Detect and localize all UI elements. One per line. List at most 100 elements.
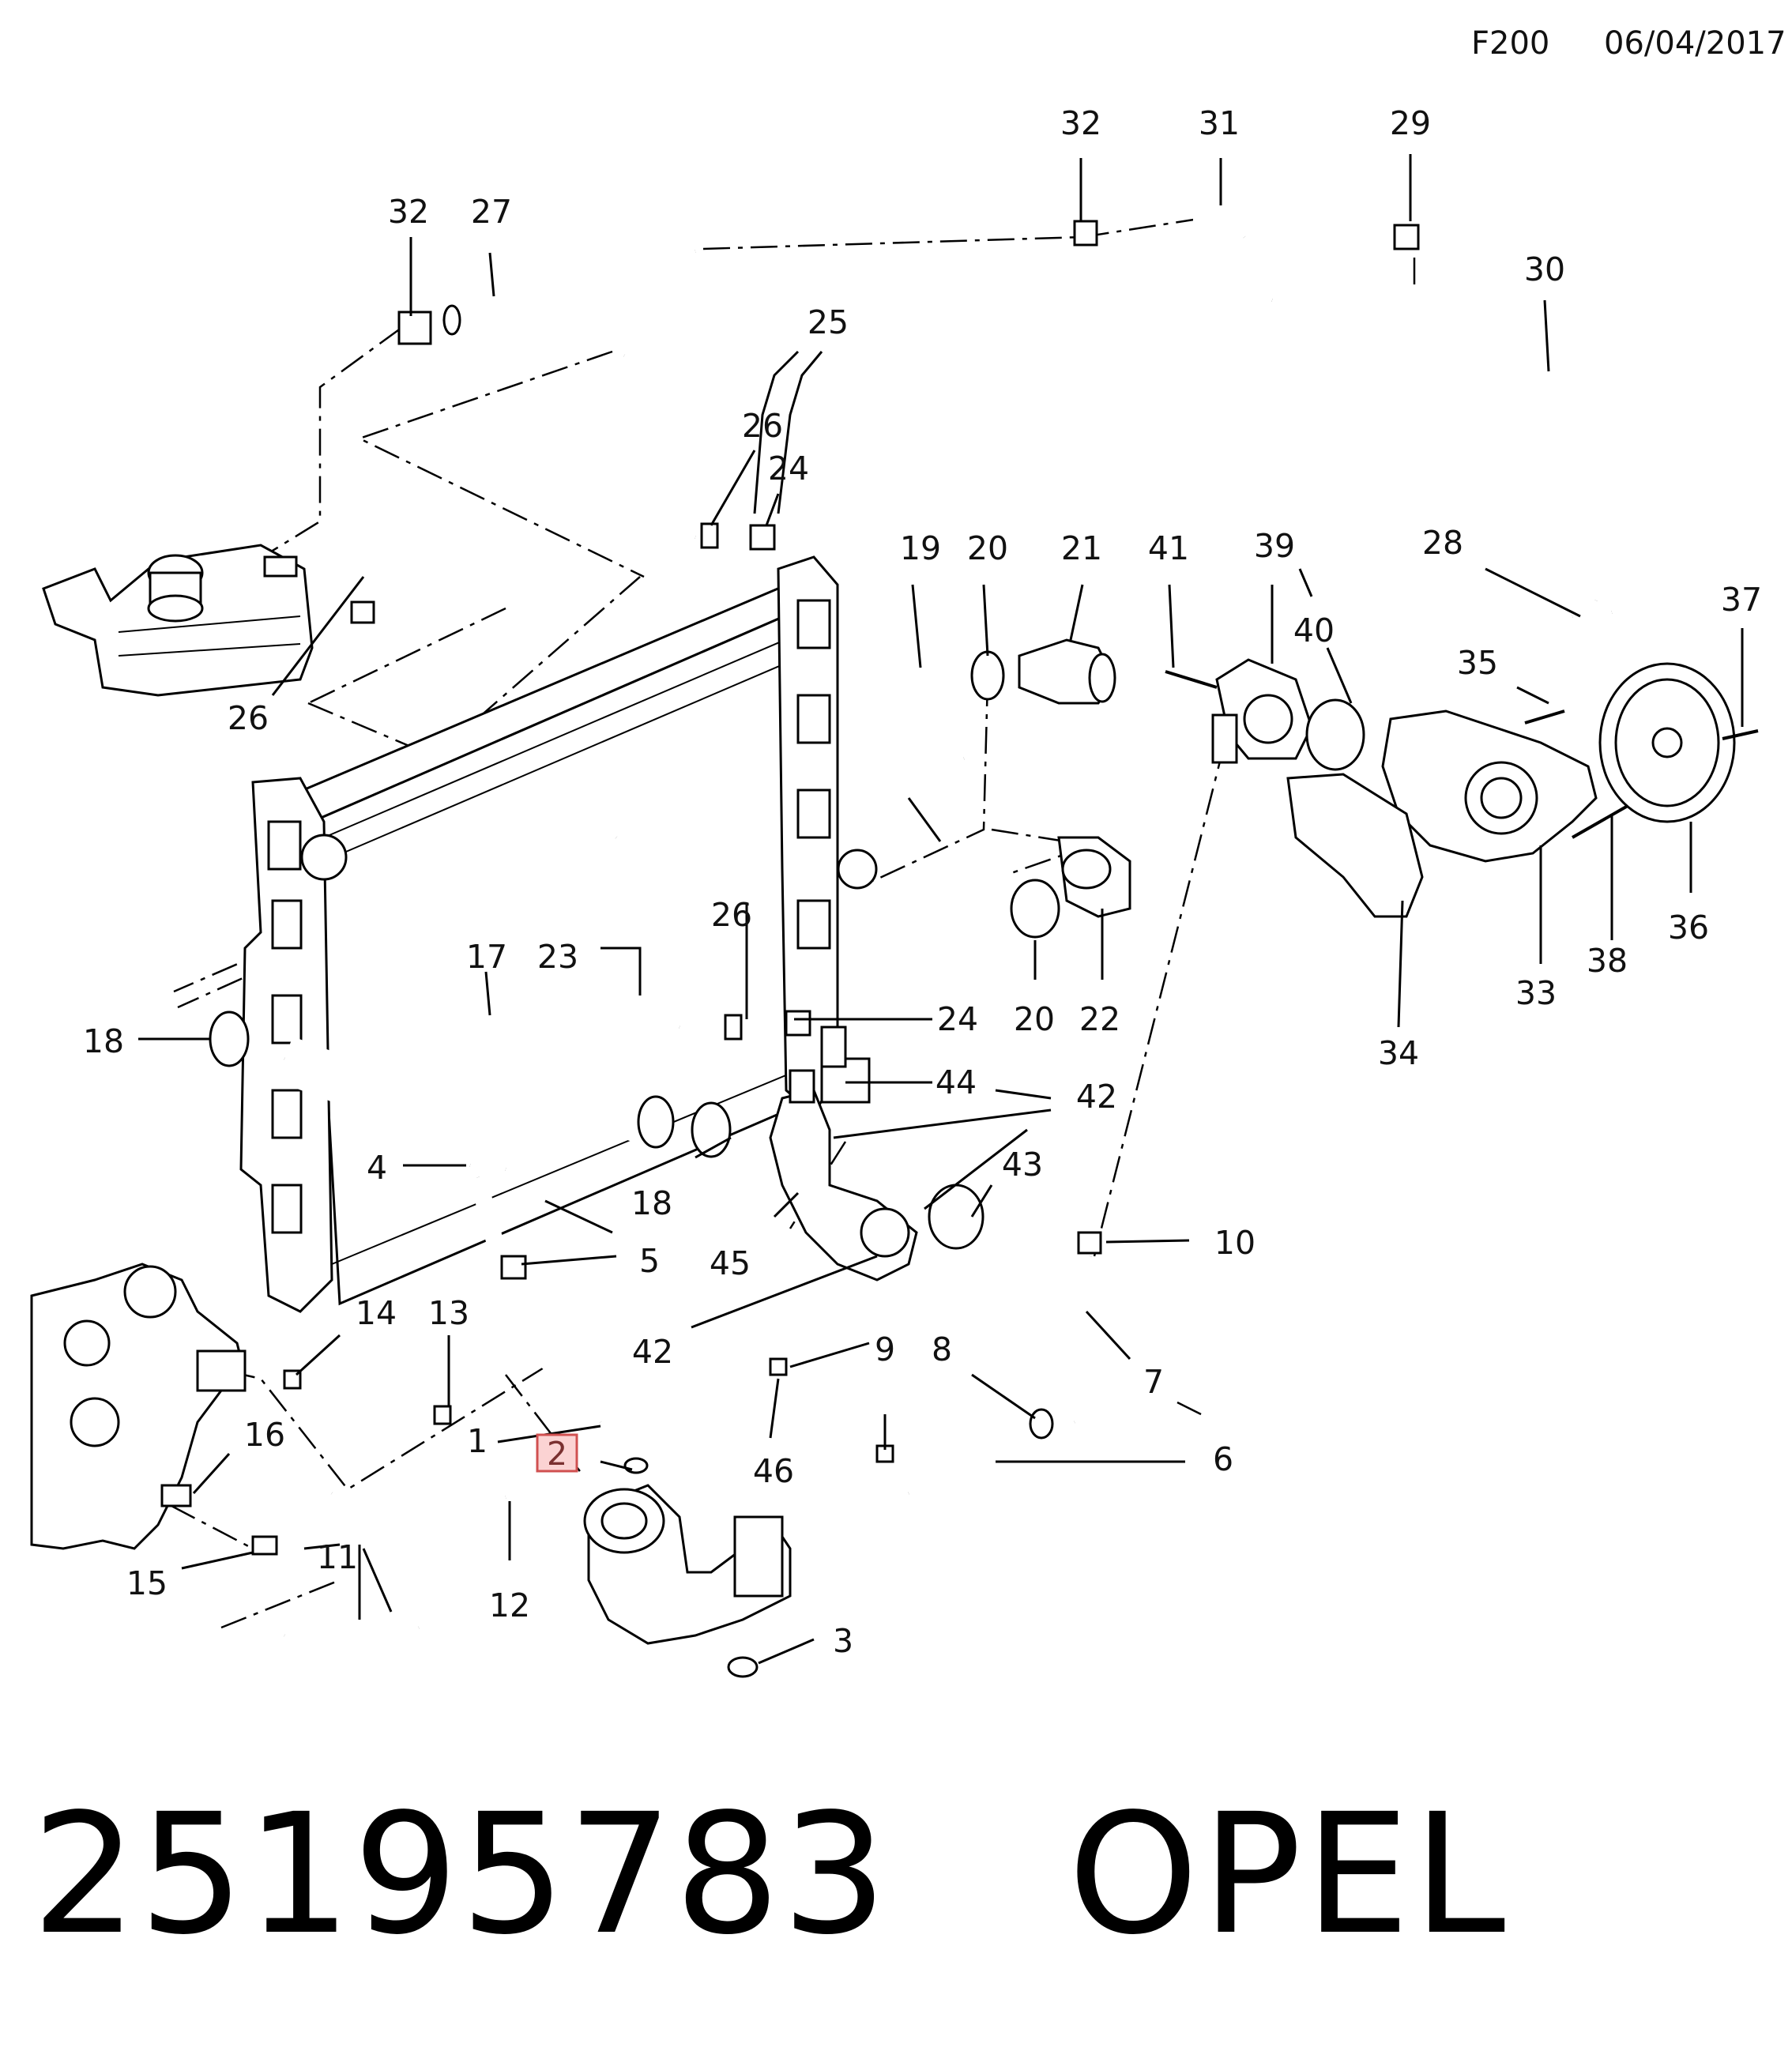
callout-18-right: 18 <box>631 1184 672 1222</box>
callout-22: 22 <box>1079 1000 1120 1038</box>
callout-41: 41 <box>1148 529 1189 567</box>
expansion-tank <box>42 544 314 697</box>
callout-2-highlight[interactable] <box>536 1433 578 1473</box>
water-pump <box>1381 709 1598 863</box>
callout-37: 37 <box>1721 581 1762 619</box>
callout-6: 6 <box>1213 1440 1233 1478</box>
callout-40: 40 <box>1293 612 1335 649</box>
leader-lines <box>138 154 1744 1665</box>
callout-19: 19 <box>900 529 941 567</box>
bolt-41 <box>1165 670 1218 689</box>
callout-17: 17 <box>466 938 507 976</box>
thermostat-39 <box>1211 658 1313 764</box>
callout-23: 23 <box>537 938 578 976</box>
callout-29: 29 <box>1390 104 1431 142</box>
callout-31: 31 <box>1199 104 1240 142</box>
callout-39: 39 <box>1254 527 1295 565</box>
callout-25: 25 <box>808 303 849 341</box>
fitting-46 <box>769 1357 788 1376</box>
pulley-36 <box>1598 662 1736 823</box>
callout-42-bottom: 42 <box>632 1333 673 1371</box>
callout-20-top: 20 <box>967 529 1008 567</box>
oil-cooler-housing <box>583 1484 792 1645</box>
hose-30 <box>1271 293 1620 603</box>
fitting-16 <box>160 1484 192 1507</box>
clamp-8 <box>1029 1408 1054 1440</box>
radiator <box>239 555 878 1313</box>
callout-1: 1 <box>467 1422 488 1460</box>
clamp-32-right <box>1073 220 1098 247</box>
callout-36: 36 <box>1668 909 1709 947</box>
hose-27 <box>439 241 697 336</box>
clip-14 <box>283 1369 302 1390</box>
bracket-44 <box>820 1026 847 1068</box>
hose-25 <box>620 349 696 544</box>
clamp-20-top <box>970 650 1005 701</box>
engine-block <box>30 1263 247 1550</box>
hose-11 <box>278 1619 425 1685</box>
callout-32-right: 32 <box>1060 104 1101 142</box>
fitting-24-mid <box>785 1010 811 1037</box>
hose-17 <box>276 1036 675 1149</box>
bolt-35 <box>1524 709 1565 725</box>
hose-23 <box>612 832 682 1034</box>
part-number: 25195783 <box>32 1778 889 1971</box>
hose-31 <box>1193 213 1252 243</box>
callout-3: 3 <box>833 1622 853 1660</box>
callout-42-top: 42 <box>1076 1078 1117 1116</box>
clamp-29 <box>1393 224 1420 250</box>
callout-44: 44 <box>936 1063 977 1101</box>
callout-2[interactable]: 2 <box>547 1435 567 1473</box>
callout-8: 8 <box>932 1330 952 1368</box>
callout-labels: 1 2 3 4 5 6 7 8 9 10 11 12 13 14 15 16 1… <box>83 104 1762 1660</box>
callout-20-bottom: 20 <box>1014 1000 1055 1038</box>
clamp-10 <box>1077 1231 1102 1255</box>
hose-6 <box>905 1422 1045 1501</box>
fitting-15 <box>251 1535 278 1556</box>
clamp-32-left <box>397 311 432 345</box>
callout-15: 15 <box>126 1564 168 1602</box>
brand-name: OPEL <box>1067 1778 1509 1971</box>
diagram-code: F200 <box>1471 25 1550 62</box>
callout-14: 14 <box>356 1294 397 1332</box>
callout-24-top: 24 <box>768 450 809 487</box>
connector-22 <box>1057 836 1131 918</box>
hose-7 <box>1048 1251 1109 1431</box>
callout-10: 10 <box>1214 1224 1256 1262</box>
fitting-24-top <box>749 524 776 551</box>
callout-18-left: 18 <box>83 1022 124 1060</box>
part-caption: 25195783 OPEL <box>32 1778 1508 1971</box>
clamp-43 <box>928 1184 984 1250</box>
callout-28: 28 <box>1422 524 1463 562</box>
callout-30: 30 <box>1524 250 1565 288</box>
callout-7: 7 <box>1143 1363 1164 1401</box>
bolt-38 <box>1572 804 1628 839</box>
gasket-40 <box>1305 698 1365 771</box>
callout-26-top: 26 <box>742 407 783 445</box>
callout-13: 13 <box>428 1294 469 1332</box>
callout-43: 43 <box>1002 1146 1043 1184</box>
o-ring-2 <box>623 1457 649 1474</box>
hose-12 <box>326 1486 506 1526</box>
callout-35: 35 <box>1457 644 1498 682</box>
hose-19 <box>848 660 973 796</box>
callout-21: 21 <box>1061 529 1102 567</box>
clip-13 <box>433 1405 452 1425</box>
clamp-26-left <box>350 600 375 624</box>
callout-26-mid: 26 <box>711 896 752 934</box>
callout-38: 38 <box>1587 942 1628 980</box>
diagram-date: 06/04/2017 <box>1604 25 1786 62</box>
callout-4: 4 <box>367 1149 387 1187</box>
callout-9: 9 <box>875 1330 895 1368</box>
clamp-20-bottom <box>1010 879 1060 939</box>
callout-26-left: 26 <box>228 699 269 737</box>
callout-12: 12 <box>489 1586 530 1624</box>
thermostat-housing <box>769 1069 918 1282</box>
clamp-18-left <box>209 1011 250 1067</box>
callout-11: 11 <box>317 1538 358 1576</box>
callout-16: 16 <box>244 1416 285 1454</box>
callout-27: 27 <box>471 193 512 231</box>
hose-4 <box>469 1157 608 1428</box>
callout-5: 5 <box>639 1242 660 1280</box>
